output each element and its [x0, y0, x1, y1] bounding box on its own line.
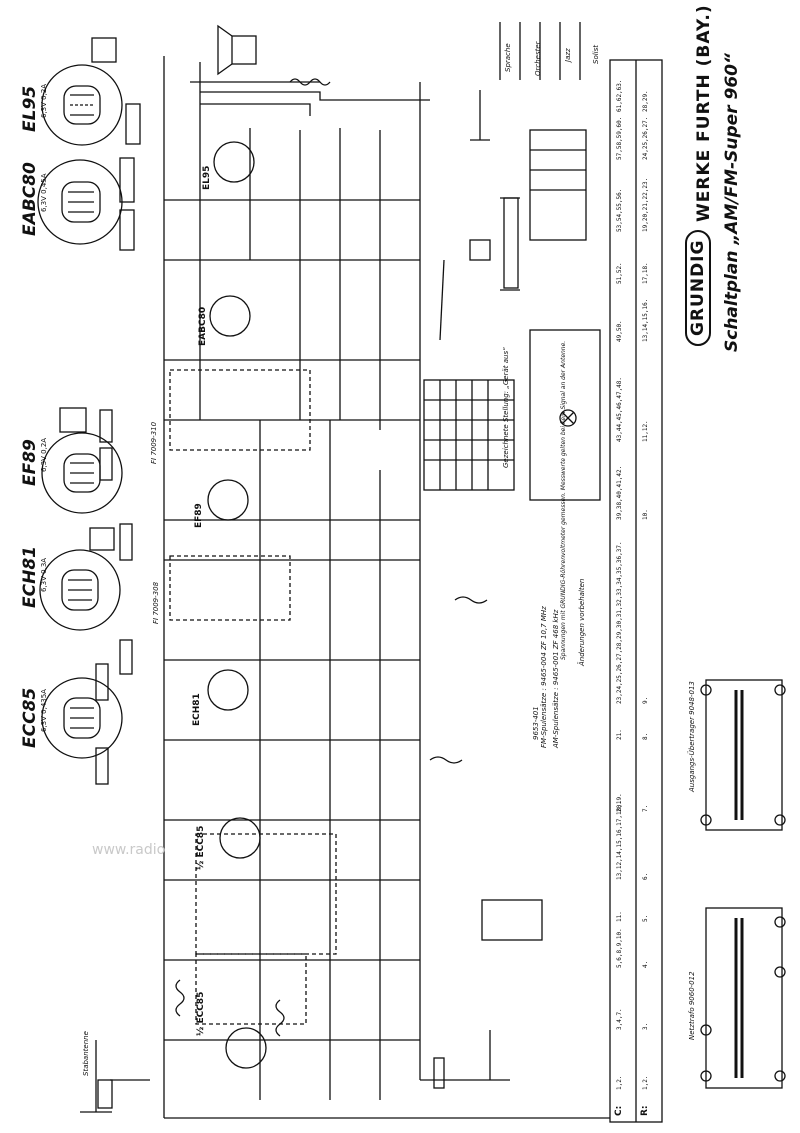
tube-symbol-el95 [41, 37, 141, 146]
tone-label-orchester: Orchester [534, 41, 542, 76]
output-transformer-symbol [700, 679, 786, 831]
filter-label-fi-308: FI 7009-308 [152, 581, 160, 624]
tube-spec-ech81: 6,3V 0,3A [40, 557, 48, 592]
table-r-cell: 10. [642, 509, 649, 520]
schematic-title: Schaltplan „AM/FM-Super 960“ [722, 53, 742, 352]
tube-label-eabc80: EABC80 [20, 162, 40, 236]
table-r-cell: 17,18. [642, 262, 649, 284]
schematic-label-ecc85-b: ½ ECC85 [196, 991, 206, 1036]
table-c-cell: 20. [616, 801, 623, 812]
tube-spec-ecc85: 6,3V 0,435A [40, 689, 48, 732]
table-r-cell: 6. [642, 872, 649, 880]
tube-spec-eabc80: 6,3V 0,45A [40, 173, 48, 212]
brand-logo: GRUNDIG [685, 229, 711, 346]
tube-spec-ef89: 6,3V 0,2A [40, 437, 48, 472]
if-note-changes: Änderungen vorbehalten [578, 578, 586, 666]
schematic-label-eabc80: EABC80 [198, 306, 208, 346]
table-r-cell: 1,2. [642, 1075, 649, 1090]
table-c-cell: 57,58,59,60. [616, 116, 623, 160]
table-c-cell: 49,50. [616, 320, 623, 342]
tube-symbol-ef89 [41, 407, 123, 514]
schematic-label-ecc85-a: ½ ECC85 [196, 825, 206, 870]
if-note-coil: 9653-401 [532, 706, 540, 740]
tube-label-el95: EL95 [20, 85, 40, 132]
table-c-cell: 39,38,40,41,42. [616, 465, 623, 520]
table-r-cell: 13,14,15,16. [642, 298, 649, 342]
switch-position-note: Gezeichnete Stellung: „Gerät aus“ [502, 347, 510, 468]
table-c-cell: 51,52. [616, 262, 623, 284]
table-r-cell: 4. [642, 960, 649, 968]
schematic-wiring [80, 24, 610, 1119]
watermark-text: www.radio [92, 842, 166, 858]
tube-label-ef89: EF89 [20, 439, 40, 486]
table-r-cell: 5. [642, 914, 649, 922]
table-r-cell: 28,29. [642, 90, 649, 112]
table-row-label-r: R: [640, 1105, 650, 1116]
if-note-am: AM-Spulensätze : 9465-001 ZF 468 kHz [552, 609, 560, 748]
schematic-label-el95: EL95 [202, 165, 212, 190]
table-c-cell: 21. [616, 729, 623, 740]
table-c-cell: 53,54,55,56. [616, 188, 623, 232]
table-r-cell: 11,12. [642, 420, 649, 442]
table-c-cell: 3,4,7. [616, 1008, 623, 1030]
table-r-cell: 24,25,26,27. [642, 116, 649, 160]
tone-label-jazz: Jazz [564, 48, 572, 62]
mains-transformer-symbol [700, 907, 786, 1089]
reference-table-frame [609, 59, 663, 1123]
tube-label-ecc85: ECC85 [20, 687, 40, 748]
table-r-cell: 3. [642, 1022, 649, 1030]
tone-label-sprache: Sprache [504, 43, 512, 72]
table-c-cell: 23,24,25,26,27,28,29,30,31,32,33,34,35,3… [616, 541, 623, 704]
output-transformer-label: Ausgangs-Übertrager 9048-013 [688, 681, 696, 792]
tube-label-ech81: ECH81 [20, 546, 40, 608]
table-r-cell: 8. [642, 732, 649, 740]
antenna-label: Stabantenne [82, 1031, 90, 1076]
schematic-label-ech81: ECH81 [192, 693, 202, 726]
voltage-note: Spannungen mit GRUNDIG-Röhrenvoltmeter g… [560, 340, 567, 660]
tube-symbol-ecc85 [41, 663, 123, 785]
table-c-cell: 11. [616, 911, 623, 922]
mains-transformer-label: Netztrafo 9060-012 [688, 971, 696, 1040]
tone-label-solist: Solist [592, 44, 600, 64]
tube-spec-el95: 6,3V 0,2A [40, 83, 48, 118]
table-r-cell: 9. [642, 696, 649, 704]
table-c-cell: 5,6,8,9,10. [616, 928, 623, 968]
tube-symbol-ech81 [39, 523, 133, 675]
tube-symbol-eabc80 [37, 157, 135, 251]
brand-logo-text: GRUNDIG [685, 229, 711, 346]
table-c-cell: 61,62,63. [616, 79, 623, 112]
schematic-label-ef89: EF89 [194, 503, 204, 528]
switch-and-power-block [420, 22, 601, 1089]
table-r-cell: 19,20,21,22,23. [642, 177, 649, 232]
table-c-cell: 1,2. [616, 1075, 623, 1090]
manufacturer: WERKE FURTH (BAY.) [694, 4, 714, 222]
table-c-cell: 43,44,45,46,47,48. [616, 376, 623, 442]
if-note-fm: FM-Spulensätze : 9465-004 ZF 10,7 MHz [540, 606, 548, 748]
table-row-label-c: C: [614, 1105, 624, 1116]
table-r-cell: 7. [642, 804, 649, 812]
filter-label-fi-310: FI 7009-310 [150, 421, 158, 464]
